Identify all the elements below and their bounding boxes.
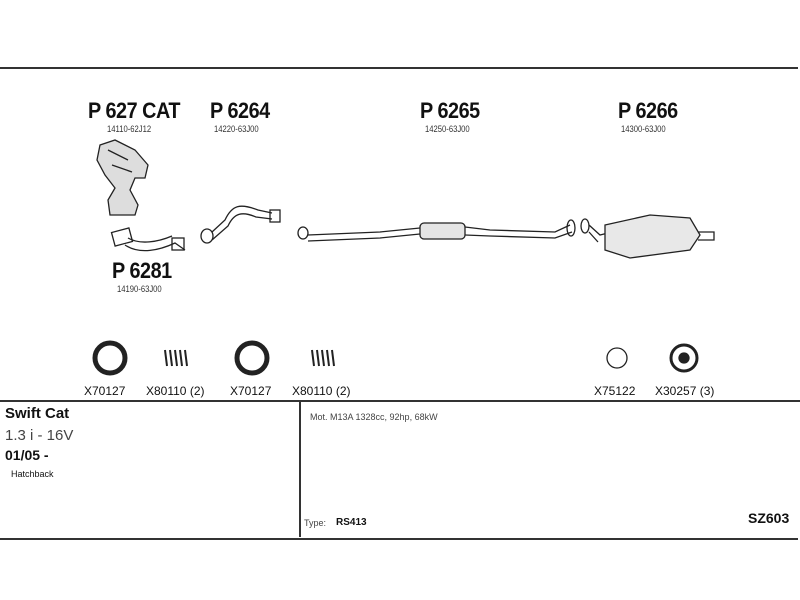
part-ref: 14110-62J12	[107, 124, 152, 134]
exhaust-drawing	[92, 139, 715, 376]
diagram-code: SZ603	[748, 510, 790, 526]
accessory-code: X80110 (2)	[146, 384, 205, 398]
motor-spec: Mot. M13A 1328cc, 92hp, 68kW	[310, 412, 438, 422]
part-ref: 14300-63J00	[621, 124, 666, 134]
accessory-code: X70127	[230, 384, 272, 398]
accessory-code: X75122	[594, 384, 636, 398]
divider	[299, 401, 301, 537]
part-code: P 6265	[420, 98, 480, 123]
catalyst-manifold-part[interactable]	[96, 139, 149, 216]
front-pipe-part[interactable]	[110, 227, 186, 252]
part-ref: 14220-63J00	[214, 124, 259, 134]
type-label: Type:	[304, 518, 327, 528]
part-code: P 627 CAT	[88, 98, 181, 123]
part-code: P 6266	[618, 98, 678, 123]
spring-icon	[311, 349, 335, 367]
center-pipe-part[interactable]	[297, 219, 576, 242]
spring-icon	[164, 349, 188, 367]
accessory-code: X30257 (3)	[655, 384, 715, 398]
part-code: P 6281	[112, 258, 172, 283]
accessory-code: X80110 (2)	[292, 384, 351, 398]
vehicle-date: 01/05 -	[5, 447, 49, 463]
intermediate-pipe-part[interactable]	[200, 205, 281, 244]
vehicle-engine: 1.3 i - 16V	[5, 427, 74, 444]
divider	[0, 400, 800, 402]
accessory-code: X70127	[84, 384, 126, 398]
part-ref: 14190-63J00	[117, 284, 162, 294]
vehicle-model: Swift Cat	[5, 405, 70, 422]
rear-silencer-part[interactable]	[580, 214, 715, 259]
rubber-hanger-icon	[669, 343, 699, 373]
vehicle-body: Hatchback	[11, 469, 54, 479]
type-value: RS413	[336, 517, 367, 528]
gasket-ring-icon	[92, 340, 128, 376]
gasket-ring-icon	[234, 340, 270, 376]
diagram-frame	[0, 67, 798, 540]
part-ref: 14250-63J00	[425, 124, 470, 134]
part-code: P 6264	[210, 98, 270, 123]
o-ring-icon	[606, 347, 628, 369]
